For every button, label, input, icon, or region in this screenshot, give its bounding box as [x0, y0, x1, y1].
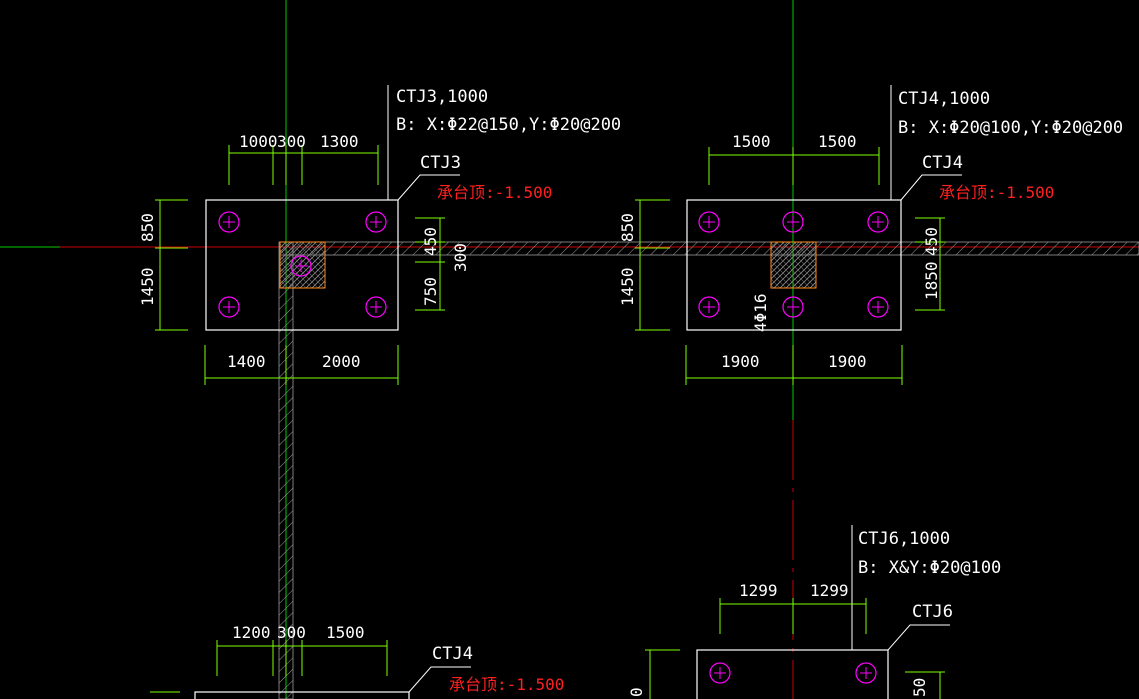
pile-icon: [698, 211, 720, 233]
dim-top-2: 300: [277, 132, 306, 151]
cap-tag: CTJ6: [912, 602, 953, 622]
dim-bottom-2: 2000: [322, 352, 361, 371]
pile-icon: [855, 662, 877, 684]
cap-outline: [194, 691, 410, 699]
rebar-label: B: X:Φ20@100,Y:Φ20@200: [898, 118, 1123, 138]
dim-left-2: 1450: [618, 267, 637, 306]
cap-tag: CTJ4: [432, 644, 473, 664]
column-ctj3: [279, 241, 326, 289]
dim-right-1: 450: [421, 227, 440, 256]
pile-icon: [365, 211, 387, 233]
tag-leader: [408, 666, 471, 693]
dim-left-1: 0: [627, 687, 646, 697]
pile-icon: [782, 296, 804, 318]
dim-bottom-1: 1400: [227, 352, 266, 371]
beam-horizontal: [279, 241, 1139, 256]
dim-top-3: 1300: [320, 132, 359, 151]
dim-top-1: 1299: [739, 581, 778, 600]
tag-leader: [900, 174, 962, 201]
dimensions-ctj3: [155, 145, 445, 385]
tag-leader: [887, 624, 950, 651]
elevation-label: 承台顶:-1.500: [437, 183, 552, 202]
column-rebar-label: 4Φ16: [751, 293, 770, 332]
spec-label: CTJ6,1000: [858, 529, 950, 549]
dim-right-1: 450: [922, 227, 941, 256]
dim-top-3: 1500: [326, 623, 365, 642]
cap-ctj4-b[interactable]: CTJ4 承台顶:-1.500 1200 300 1500: [150, 623, 564, 699]
dim-bottom-1: 1900: [721, 352, 760, 371]
dim-top-2: 300: [277, 623, 306, 642]
column-ctj4: [770, 241, 817, 289]
elevation-label: 承台顶:-1.500: [939, 183, 1054, 202]
piles-ctj3: [218, 211, 387, 318]
rebar-label: B: X&Y:Φ20@100: [858, 558, 1001, 578]
piles-ctj4: [698, 211, 889, 318]
pile-icon: [867, 211, 889, 233]
dim-left-1: 850: [138, 213, 157, 242]
dim-right-2: 300: [451, 243, 470, 272]
spec-label: CTJ3,1000: [396, 87, 488, 107]
dim-top-1: 1500: [732, 132, 771, 151]
dimensions-ctj6: [645, 598, 945, 699]
foundation-beams: [278, 241, 1139, 699]
rebar-label: B: X:Φ22@150,Y:Φ20@200: [396, 115, 621, 135]
dim-bottom-2: 1900: [828, 352, 867, 371]
cap-tag: CTJ3: [420, 153, 461, 173]
dim-top-1: 1200: [232, 623, 271, 642]
pile-icon: [782, 211, 804, 233]
cap-ctj3[interactable]: CTJ3,1000 B: X:Φ22@150,Y:Φ20@200 CTJ3 承台…: [138, 85, 621, 385]
cap-outline: [686, 199, 902, 331]
elevation-label: 承台顶:-1.500: [449, 675, 564, 694]
pile-icon: [365, 296, 387, 318]
tag-leader: [397, 174, 460, 201]
pile-icon: [218, 296, 240, 318]
dimensions-ctj4-b: [150, 640, 388, 693]
dim-right-2: 1850: [922, 261, 941, 300]
dim-top-2: 1500: [818, 132, 857, 151]
pile-icon: [290, 255, 312, 277]
dim-right-1: 50: [910, 678, 929, 697]
dim-top-2: 1299: [810, 581, 849, 600]
pile-icon: [709, 662, 731, 684]
dim-top-1: 1000: [239, 132, 278, 151]
cap-ctj6[interactable]: CTJ6,1000 B: X&Y:Φ20@100 CTJ6 1299 1299 …: [627, 525, 1001, 699]
dimensions-ctj4: [635, 147, 945, 385]
pile-icon: [867, 296, 889, 318]
pile-icon: [218, 211, 240, 233]
pile-icon: [698, 296, 720, 318]
dim-right-3: 750: [421, 277, 440, 306]
piles-ctj6: [709, 662, 877, 684]
cap-outline: [205, 199, 399, 331]
dim-left-2: 1450: [138, 267, 157, 306]
spec-label: CTJ4,1000: [898, 89, 990, 109]
cap-ctj4-a[interactable]: CTJ4,1000 B: X:Φ20@100,Y:Φ20@200 CTJ4 承台…: [618, 85, 1123, 385]
cap-tag: CTJ4: [922, 153, 963, 173]
dim-left-1: 850: [618, 213, 637, 242]
cap-outline: [696, 649, 889, 699]
